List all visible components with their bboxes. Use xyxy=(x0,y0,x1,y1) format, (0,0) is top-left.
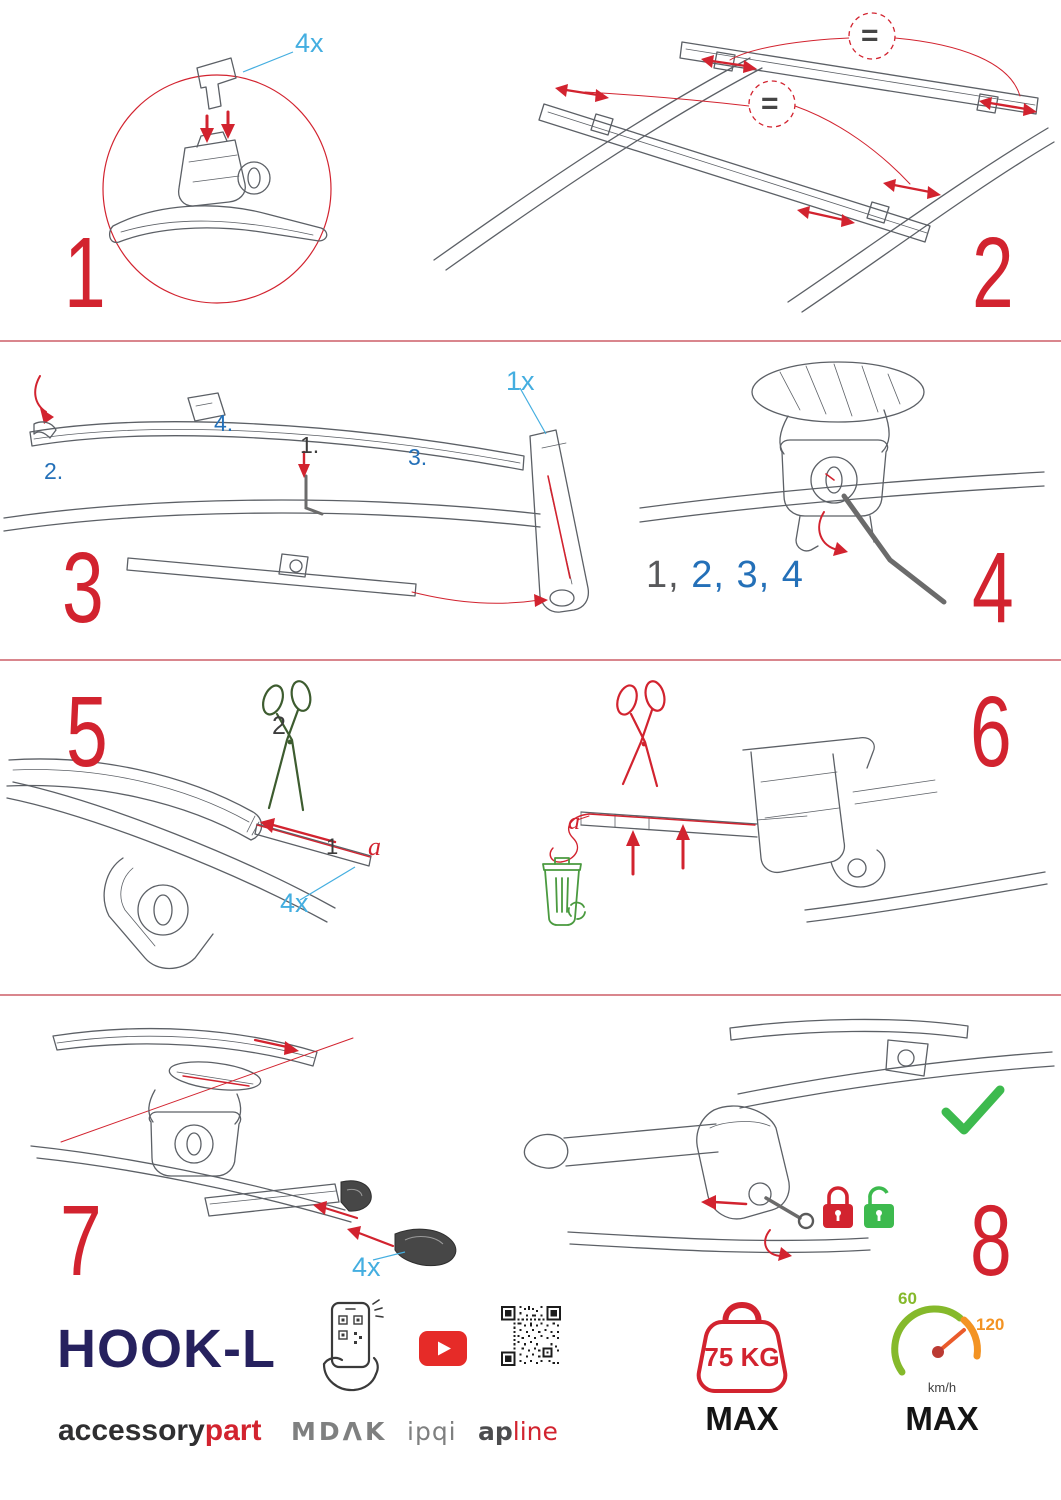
section-divider xyxy=(0,340,1061,342)
step6-diagram xyxy=(542,680,1048,926)
step8-number: 8 xyxy=(970,1185,1012,1297)
step3-sub1: 1. xyxy=(300,432,320,458)
step7-diagram xyxy=(30,1027,457,1267)
step2-number: 2 xyxy=(972,217,1014,329)
step3-number: 3 xyxy=(62,532,104,644)
key-icon xyxy=(764,1196,815,1230)
equal-spacing-symbol: = xyxy=(861,19,879,52)
equal-spacing-symbol: = xyxy=(761,87,779,120)
step4-sequence: 1, 2, 3, 4 xyxy=(646,556,804,594)
max-load-label: MAX xyxy=(705,1400,779,1437)
tension-strip-part xyxy=(529,429,590,613)
allen-key-icon xyxy=(304,474,324,516)
step5-label-a: a xyxy=(368,832,381,861)
step3-sub3: 3. xyxy=(408,444,428,470)
step1-diagram xyxy=(102,51,332,304)
phone-qr-icon xyxy=(322,1299,384,1392)
section-divider xyxy=(0,994,1061,996)
logo-apline: apline xyxy=(478,1419,558,1444)
youtube-icon xyxy=(419,1331,467,1366)
step3-diagram xyxy=(3,375,590,613)
logo-ipqi: ipqi xyxy=(407,1417,457,1446)
step1-quantity-label: 4x xyxy=(295,28,324,58)
brand-part: part xyxy=(204,1414,262,1447)
max-load-block: 75 KG MAX xyxy=(670,1288,814,1448)
sequence-done: 1, xyxy=(646,554,680,596)
end-cap-icon xyxy=(340,1180,372,1212)
sequence-todo: 2, 3, 4 xyxy=(691,554,804,596)
brand-accessory: accessory xyxy=(58,1414,205,1447)
step3-sub2: 2. xyxy=(44,458,64,484)
step5-quantity-label: 4x xyxy=(280,888,309,918)
step6-label-a: a xyxy=(568,809,580,835)
step2-diagram xyxy=(433,12,1055,313)
step7-number: 7 xyxy=(60,1185,102,1297)
step4-number: 4 xyxy=(972,532,1014,644)
step7-quantity-label: 4x xyxy=(352,1252,381,1282)
max-load-value: 75 KG xyxy=(704,1342,780,1372)
trash-bin-icon xyxy=(542,857,582,926)
qr-code-icon xyxy=(501,1306,561,1366)
weight-icon xyxy=(696,1302,788,1393)
logo-ap: ap xyxy=(478,1417,513,1446)
recycle-icon xyxy=(567,901,586,920)
section-divider xyxy=(0,659,1061,661)
lock-open-icon xyxy=(864,1186,894,1228)
speed-unit-label: km/h xyxy=(927,1380,957,1395)
lock-closed-icon xyxy=(823,1186,853,1228)
logo-mdak: MDΛK xyxy=(291,1417,388,1446)
step6-number: 6 xyxy=(970,676,1012,788)
insert-arrows xyxy=(200,110,235,143)
check-icon xyxy=(941,1085,1005,1135)
spacing-arrows xyxy=(555,55,1037,227)
step5-label-1: 1 xyxy=(326,834,339,859)
logo-line: line xyxy=(512,1417,558,1446)
brand-logo: accessorypart xyxy=(58,1416,261,1446)
end-cap-icon xyxy=(394,1228,457,1267)
scissors-icon xyxy=(616,680,666,788)
product-name: HOOK-L xyxy=(57,1319,276,1379)
step4-diagram xyxy=(639,361,1045,605)
speedometer-icon xyxy=(891,1305,981,1376)
allen-key-icon xyxy=(841,493,947,605)
max-speed-label: MAX xyxy=(905,1400,979,1437)
speed-min-label: 60 xyxy=(898,1289,917,1308)
step1-number: 1 xyxy=(64,217,106,329)
step5-diagram xyxy=(6,680,372,970)
scissors-icon xyxy=(262,680,312,812)
step8-diagram xyxy=(523,1018,1055,1261)
hook-bracket-part xyxy=(196,57,237,110)
step3-quantity-label: 1x xyxy=(506,366,535,396)
step5-label-2: 2 xyxy=(272,712,286,740)
step5-number: 5 xyxy=(66,676,108,788)
step3-sub4: 4. xyxy=(214,410,234,436)
speed-max-label: 120 xyxy=(976,1315,1005,1334)
max-speed-block: 60 120 km/h MAX xyxy=(870,1288,1014,1448)
